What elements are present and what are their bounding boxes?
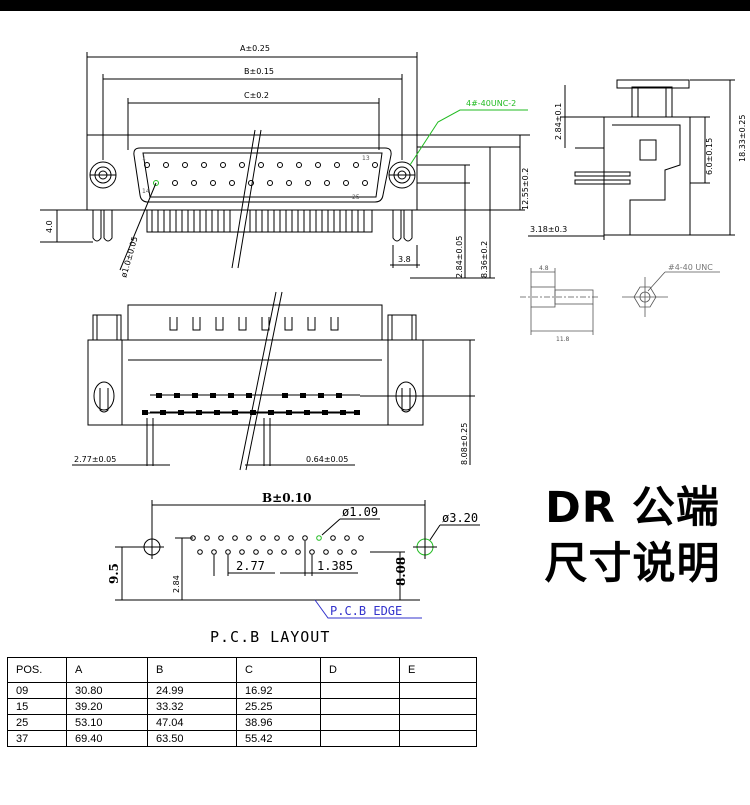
cell-b: 63.50 <box>147 730 237 747</box>
header-d: D <box>320 657 400 683</box>
cell-c: 38.96 <box>236 714 321 731</box>
cell-d <box>320 730 400 747</box>
cell-pos: 25 <box>7 714 67 731</box>
left-boardlock <box>92 210 102 242</box>
header-b: B <box>147 657 237 683</box>
pcb-holes-row2 <box>197 549 357 555</box>
screw-dim-4-8: 4.8 <box>539 265 549 272</box>
product-title: DR 公端 尺寸说明 <box>520 480 745 592</box>
pin-1-label: 1 <box>142 155 146 162</box>
cell-e <box>399 682 477 699</box>
shell-inner <box>142 152 383 198</box>
screw-thread-label: #4-40 UNC <box>668 263 713 272</box>
header-c: C <box>236 657 321 683</box>
dimension-table: POS. A B C D E 09 30.80 24.99 16.92 15 3… <box>7 657 477 747</box>
table-row: 09 30.80 24.99 16.92 <box>7 682 477 699</box>
cell-c: 25.25 <box>236 698 321 715</box>
pin-legs <box>146 209 373 233</box>
bottom-view-labels: 2.77±0.05 0.64±0.05 8.08±0.25 <box>74 423 469 465</box>
cell-c: 55.42 <box>236 730 321 747</box>
pcb-layout <box>115 500 480 619</box>
cell-b: 33.32 <box>147 698 237 715</box>
cell-a: 30.80 <box>66 682 148 699</box>
table-header-row: POS. A B C D E <box>7 657 477 683</box>
shell-outline <box>133 147 392 203</box>
pcb-dim-b: B±0.10 <box>262 491 311 505</box>
table-row: 25 53.10 47.04 38.96 <box>7 714 477 731</box>
screw-dim-11-8: 11.8 <box>556 336 570 343</box>
cell-a: 53.10 <box>66 714 148 731</box>
table-row: 37 69.40 63.50 55.42 <box>7 730 477 747</box>
cell-pos: 37 <box>7 730 67 747</box>
pcb-layout-caption: P.C.B LAYOUT <box>210 628 331 646</box>
cell-c: 16.92 <box>236 682 321 699</box>
cell-a: 69.40 <box>66 730 148 747</box>
side-dim-3-18: 3.18±0.3 <box>530 225 567 234</box>
pcb-dim-9-5: 9.5 <box>107 563 121 584</box>
cell-e <box>399 698 477 715</box>
bottom-view <box>72 291 475 471</box>
pin-row-2 <box>153 180 368 186</box>
pin-25-label: 25 <box>352 194 360 201</box>
pcb-dim-2-84: 2.84 <box>172 575 181 593</box>
side-dim-2-84: 2.84±0.1 <box>554 103 563 140</box>
pcb-layout-labels: B±0.10 ø1.09 ø3.20 9.5 2.84 2.77 1.385 8… <box>107 491 478 618</box>
right-boardlock <box>392 210 402 242</box>
screw-detail-labels: 4.8 11.8 #4-40 UNC <box>539 263 713 343</box>
bottom-dim-2-77: 2.77±0.05 <box>74 455 116 464</box>
cell-pos: 09 <box>7 682 67 699</box>
dim-c-label: C±0.2 <box>244 91 269 100</box>
title-line-2: 尺寸说明 <box>544 539 721 589</box>
cell-d <box>320 682 400 699</box>
side-view-labels: 2.84±0.1 6.0±0.15 18.33±0.25 3.18±0.3 <box>530 103 747 234</box>
side-view <box>528 79 735 240</box>
cell-d <box>320 714 400 731</box>
cell-d <box>320 698 400 715</box>
cell-e <box>399 714 477 731</box>
side-dim-18-33: 18.33±0.25 <box>738 115 747 162</box>
top-bar <box>0 0 750 11</box>
bottom-dim-0-64: 0.64±0.05 <box>306 455 348 464</box>
side-dim-6-0: 6.0±0.15 <box>705 138 714 175</box>
pin-14-label: 14 <box>142 188 150 195</box>
table-row: 15 39.20 33.32 25.25 <box>7 698 477 715</box>
bottom-dim-8-08: 8.08±0.25 <box>460 423 469 465</box>
u-slots <box>169 317 339 331</box>
dim-3-8-label: 3.8 <box>398 255 411 264</box>
dim-hole-label: ø1.0±0.05 <box>119 236 139 279</box>
cell-b: 24.99 <box>147 682 237 699</box>
dim-4-0-label: 4.0 <box>45 220 54 233</box>
header-e: E <box>399 657 477 683</box>
thread-label: 4#-40UNC-2 <box>466 99 516 108</box>
dim-12-55-label: 12.55±0.2 <box>521 168 530 210</box>
screw-detail <box>520 268 720 335</box>
front-view <box>40 52 530 279</box>
pcb-dim-hole: ø1.09 <box>342 505 378 519</box>
pcb-dim-8-08: 8.08 <box>394 557 408 586</box>
title-line-1: DR 公端 <box>545 483 720 533</box>
header-pos: POS. <box>7 657 67 683</box>
dim-8-36-label: 8.36±0.2 <box>480 241 489 278</box>
pcb-dim-1-385: 1.385 <box>317 559 353 573</box>
cell-b: 47.04 <box>147 714 237 731</box>
dim-a-label: A±0.25 <box>240 44 270 53</box>
pcb-edge-label: P.C.B EDGE <box>330 604 402 618</box>
dim-b-label: B±0.15 <box>244 67 274 76</box>
header-a: A <box>66 657 148 683</box>
pin-row-1 <box>144 162 378 168</box>
cell-e <box>399 730 477 747</box>
pcb-holes-row1 <box>190 535 364 541</box>
cell-pos: 15 <box>7 698 67 715</box>
cell-a: 39.20 <box>66 698 148 715</box>
pcb-dim-2-77: 2.77 <box>236 559 265 573</box>
dim-2-84-label: 2.84±0.05 <box>455 236 464 278</box>
pcb-dim-mount: ø3.20 <box>442 511 478 525</box>
pin-13-label: 13 <box>362 155 370 162</box>
bottom-pin-markers <box>142 393 360 415</box>
